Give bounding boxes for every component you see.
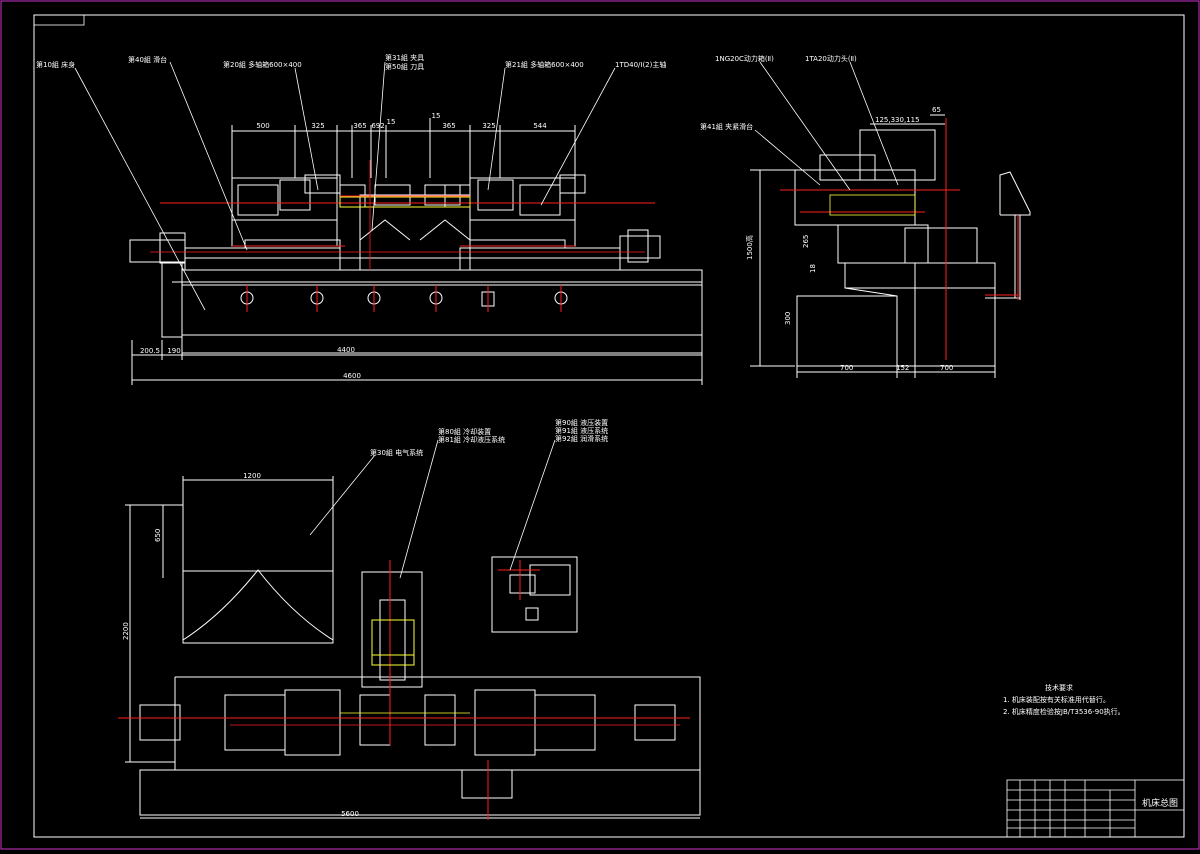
dim-5600: 5600: [341, 810, 359, 818]
notes-line2: 2. 机床精度检验按JB/T3536-90执行。: [1003, 707, 1125, 716]
callout-base: 第10組 床身: [36, 60, 75, 69]
dim-4600: 4600: [343, 372, 361, 380]
dim-18: 18: [809, 264, 817, 273]
callout-fixture-sub: 第50組 刀具: [385, 62, 424, 71]
side-bracket: [999, 171, 1031, 216]
callout-left-head: 第20組 多轴箱600×400: [223, 60, 302, 69]
coolant-tank: [361, 571, 423, 678]
side-view: [750, 114, 1031, 378]
callout-coolant: 第80組 冷却装置: [438, 427, 491, 436]
dim-325b: 325: [482, 122, 495, 130]
plan-leaders: [309, 439, 556, 579]
callout-power-unit: 1TD40/Ⅰ(2)主轴: [615, 60, 666, 69]
electrical-cabinet: [182, 479, 334, 644]
callout-right-head: 第21組 多轴箱600×400: [505, 60, 584, 69]
dim-height: 1500高: [745, 235, 754, 260]
dim-544: 544: [533, 122, 547, 130]
side-leaders: [754, 61, 899, 191]
dim-700a: 700: [840, 364, 853, 372]
bed-foot: [181, 334, 703, 354]
drawing-frame: [33, 14, 1185, 838]
fixture-block: [359, 194, 471, 271]
side-view-color: [780, 118, 1019, 360]
front-view: [129, 118, 703, 385]
notes-title: 技术要求: [1045, 683, 1073, 692]
left-multispindle-head: [231, 177, 338, 247]
hydraulic-station: [491, 556, 578, 633]
callout-hydraulic: 第90組 液压装置: [555, 418, 608, 427]
front-callouts: 第10組 床身 第40組 滑台 第20組 多轴箱600×400 第31組 夹具 …: [36, 53, 666, 71]
dim-500: 500: [256, 122, 269, 130]
side-head-unit: [794, 169, 916, 226]
callout-coolant-sub: 第81組 冷却液压系统: [438, 435, 505, 444]
title-block: [1006, 779, 1185, 838]
dim-125: 125,330,115: [875, 116, 920, 124]
dim-152: 152: [896, 364, 909, 372]
technical-notes: 技术要求 1. 机床装配按有关标准用代替行。 2. 机床精度检验按JB/T353…: [1003, 683, 1125, 716]
callout-side-power: 1NG20C动力箱(Ⅱ): [715, 54, 774, 63]
dim-15a: 15: [387, 118, 396, 126]
dim-365a: 365: [353, 122, 366, 130]
bed-plan-outline: [174, 676, 701, 771]
plan-labels: 第30組 电气系统 第80組 冷却装置 第81組 冷却液压系统 第90組 液压装…: [122, 418, 608, 818]
plan-view: [125, 476, 701, 819]
callout-hydraulic-sub2: 第92組 润滑系统: [555, 434, 608, 443]
plan-view-color: [118, 560, 690, 820]
dim-692: 692: [371, 122, 384, 130]
callout-electrical: 第30組 电气系统: [370, 448, 423, 457]
notes-line1: 1. 机床装配按有关标准用代替行。: [1003, 695, 1110, 704]
front-view-color: [150, 160, 655, 312]
callout-side-head: 1TA20动力头(Ⅱ): [805, 54, 857, 63]
front-dims: 500 325 365 692 15 15 365 325 544 4400 4…: [140, 112, 547, 380]
dim-365b: 365: [442, 122, 455, 130]
dim-300: 300: [784, 312, 792, 325]
dim-700b: 700: [940, 364, 953, 372]
dim-650: 650: [154, 529, 162, 542]
callout-side-bridge: 第41組 夹紧滑台: [700, 122, 753, 131]
dim-2200: 2200: [122, 622, 130, 640]
dim-190: 190: [167, 347, 180, 355]
dim-15b: 15: [432, 112, 441, 120]
dim-1200: 1200: [243, 472, 261, 480]
side-labels: 1NG20C动力箱(Ⅱ) 1TA20动力头(Ⅱ) 第41組 夹紧滑台 65 12…: [700, 54, 953, 372]
right-multispindle-head: [469, 177, 576, 247]
callout-slide-table: 第40組 滑台: [128, 55, 167, 64]
dim-200-5: 200.5: [140, 347, 160, 355]
frame-tag: [33, 14, 85, 26]
callout-fixture: 第31組 夹具: [385, 53, 424, 62]
dim-325a: 325: [311, 122, 324, 130]
side-base: [914, 262, 996, 367]
front-leaders: [74, 61, 616, 311]
dim-265: 265: [802, 235, 810, 248]
dim-65: 65: [932, 106, 941, 114]
drawing-title: 机床总图: [1142, 797, 1178, 809]
callout-hydraulic-sub1: 第91組 液压系统: [555, 426, 608, 435]
dim-4400: 4400: [337, 346, 355, 354]
bed-body: [181, 269, 703, 336]
